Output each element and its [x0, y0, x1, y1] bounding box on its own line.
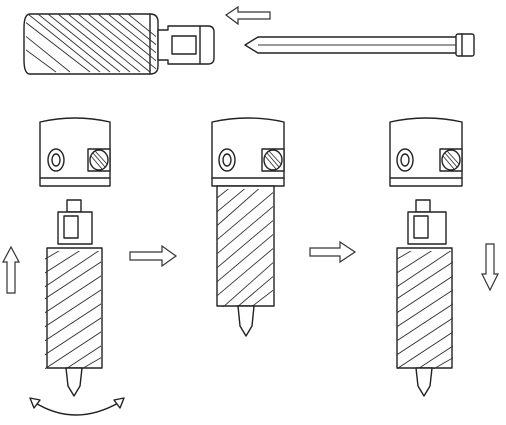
up-arrow — [2, 245, 20, 294]
left-arrow — [224, 5, 271, 26]
down-arrow — [481, 243, 499, 292]
right-arrow-1 — [129, 244, 178, 268]
cutter-with-shank-3 — [396, 199, 453, 397]
pilot-pin — [244, 33, 475, 57]
cutter-with-shank-1 — [45, 199, 103, 397]
annular-cutter-top — [23, 13, 215, 75]
right-arrow-2 — [309, 240, 357, 264]
arbor-block-3 — [389, 117, 463, 187]
rotation-arrow — [29, 397, 125, 416]
arbor-block-2 — [211, 117, 285, 187]
mounted-cutter — [216, 185, 275, 337]
arbor-block-1 — [39, 117, 111, 187]
